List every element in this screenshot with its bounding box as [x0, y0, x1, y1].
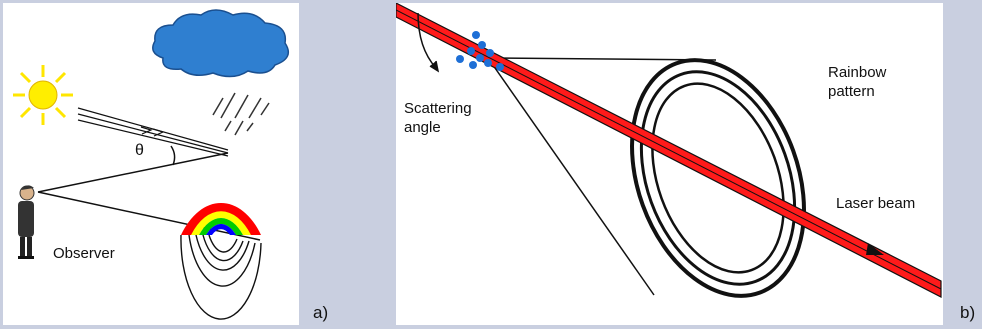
laser-beam-label: Laser beam	[836, 195, 916, 212]
panel-a-diagram	[13, 9, 290, 320]
scattering-angle-label-line2: angle	[404, 119, 441, 136]
panel-b: Scattering angle Rainbow pattern Laser b…	[396, 3, 943, 325]
observer-lines	[37, 145, 261, 241]
rainbow-pattern-rings	[630, 58, 806, 298]
rainbow-icon	[181, 203, 261, 235]
observer-figure-icon	[18, 185, 35, 259]
rainbow-pattern-label-line1: Rainbow	[828, 64, 887, 81]
panel-b-diagram	[396, 3, 942, 298]
cone-lines	[487, 57, 717, 296]
droplets	[456, 31, 504, 71]
panel-a: θ Observer	[3, 3, 299, 325]
theta-label: θ	[135, 142, 144, 159]
sun-icon	[13, 65, 73, 125]
rain-icon	[212, 92, 270, 136]
cloud-icon	[152, 9, 290, 78]
laser-beam	[396, 3, 942, 298]
rainbow-pattern-label-line2: pattern	[828, 83, 875, 100]
rainbow-rings	[180, 234, 262, 320]
panel-a-letter: a)	[313, 303, 329, 322]
sunlight-rays	[77, 107, 229, 157]
panel-b-letter: b)	[960, 303, 976, 322]
observer-label: Observer	[53, 245, 115, 262]
scattering-angle-label-line1: Scattering	[404, 100, 472, 117]
scattering-angle-arrow	[417, 12, 440, 73]
